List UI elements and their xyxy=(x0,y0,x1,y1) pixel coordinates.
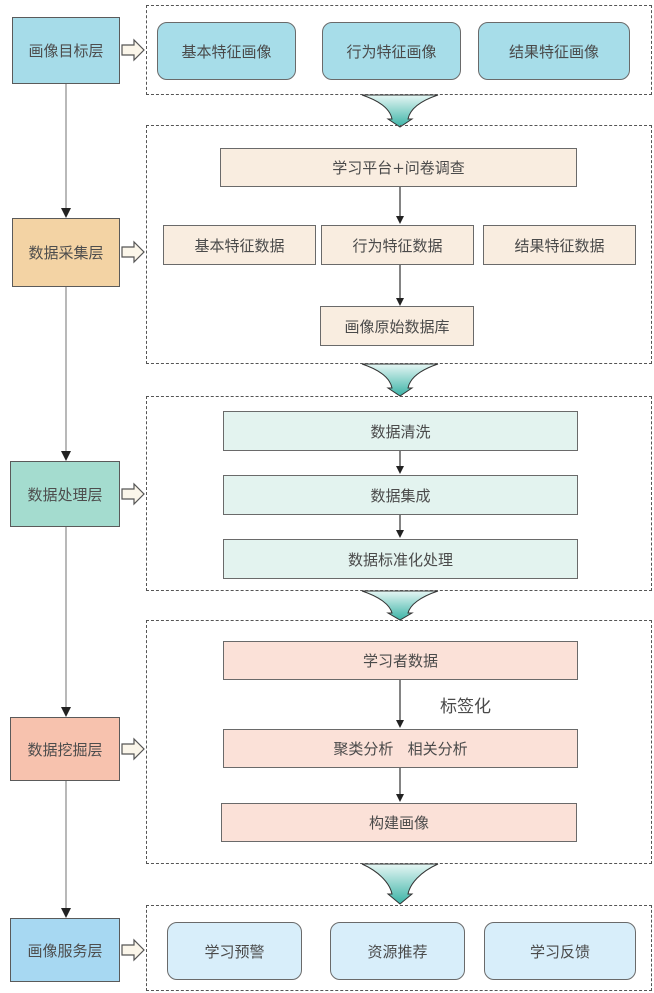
group-process xyxy=(146,396,652,591)
node-label: 行为特征数据 xyxy=(352,236,443,255)
spine-arrowhead-4 xyxy=(61,908,71,918)
node-label: 学习平台+问卷调查 xyxy=(332,159,465,177)
node-result-feature-portrait: 结果特征画像 xyxy=(478,22,630,80)
node-label: 结果特征数据 xyxy=(514,236,605,255)
hollow-arrow-icon xyxy=(121,737,145,761)
hollow-arrow-icon xyxy=(121,482,145,506)
node-learning-warning: 学习预警 xyxy=(167,922,302,980)
node-resource-recommendation: 资源推荐 xyxy=(330,922,465,980)
hollow-arrows xyxy=(121,38,145,962)
node-label: 基本特征数据 xyxy=(194,236,285,255)
node-basic-feature-data: 基本特征数据 xyxy=(163,225,316,265)
node-basic-feature-portrait: 基本特征画像 xyxy=(157,22,296,80)
group-target xyxy=(146,5,652,95)
node-learner-data: 学习者数据 xyxy=(223,641,578,680)
node-label: 数据标准化处理 xyxy=(347,550,453,569)
layer-process-box: 数据处理层 xyxy=(10,461,120,527)
group-mine xyxy=(146,620,652,864)
node-label: 结果特征画像 xyxy=(508,42,599,61)
flow-arrowhead xyxy=(396,720,404,728)
node-raw-database: 画像原始数据库 xyxy=(320,306,474,346)
node-label: 资源推荐 xyxy=(367,942,428,961)
group-collect xyxy=(146,125,652,364)
node-data-integration: 数据集成 xyxy=(223,475,578,515)
funnel-arrow-icon xyxy=(361,590,439,621)
node-label: 学习反馈 xyxy=(529,942,590,961)
flow-arrowhead xyxy=(396,530,404,538)
flow-arrowhead xyxy=(396,794,404,802)
layer-spine xyxy=(61,84,71,918)
flow-arrowhead xyxy=(396,298,404,306)
funnel-arrow-icon xyxy=(361,94,439,128)
layer-label: 数据挖掘层 xyxy=(27,740,103,759)
hollow-arrow-icon xyxy=(121,38,145,62)
edge-label-tagging: 标签化 xyxy=(440,697,491,717)
node-behavior-feature-data: 行为特征数据 xyxy=(321,225,474,265)
node-build-portrait: 构建画像 xyxy=(221,803,577,842)
layer-target: 画像目标层 xyxy=(12,17,120,84)
node-data-source: 学习平台+问卷调查 xyxy=(220,148,577,187)
node-label: 学习预警 xyxy=(204,942,265,961)
hollow-arrow-icon xyxy=(121,938,145,962)
group-serve xyxy=(146,905,652,991)
node-result-feature-data: 结果特征数据 xyxy=(483,225,636,265)
flow-arrowhead xyxy=(396,216,404,224)
hollow-arrow-icon xyxy=(121,240,145,264)
layer-collect: 数据采集层 xyxy=(12,218,120,287)
node-data-standardization: 数据标准化处理 xyxy=(223,539,578,579)
flow-arrowhead xyxy=(396,466,404,474)
layer-label: 数据采集层 xyxy=(28,244,104,262)
node-learning-feedback: 学习反馈 xyxy=(484,922,636,980)
node-behavior-feature-portrait: 行为特征画像 xyxy=(322,22,461,80)
node-label: 学习者数据 xyxy=(362,652,438,670)
node-label: 数据集成 xyxy=(370,486,431,505)
spine-arrowhead-3 xyxy=(61,707,71,717)
node-label: 数据清洗 xyxy=(370,422,431,441)
funnel-arrow-icon xyxy=(361,863,439,905)
node-label: 行为特征画像 xyxy=(346,42,437,61)
layer-mine: 数据挖掘层 xyxy=(10,717,120,781)
layer-label: 画像服务层 xyxy=(27,941,103,960)
node-label: 构建画像 xyxy=(368,814,429,832)
layer-label: 画像目标层 xyxy=(28,42,104,60)
funnel-arrows xyxy=(361,94,439,905)
spine-arrowhead-2 xyxy=(61,451,71,461)
node-label: 聚类分析 相关分析 xyxy=(333,740,468,758)
node-cluster-correlation-analysis: 聚类分析 相关分析 xyxy=(223,729,578,768)
node-data-cleaning: 数据清洗 xyxy=(223,411,578,451)
spine-arrowhead-1 xyxy=(61,208,71,218)
node-label: 基本特征画像 xyxy=(181,42,272,61)
node-label: 画像原始数据库 xyxy=(344,317,450,336)
funnel-arrow-icon xyxy=(361,363,439,397)
layer-label: 数据处理层 xyxy=(27,485,103,504)
layer-serve: 画像服务层 xyxy=(10,918,120,982)
flow-arrows xyxy=(396,187,404,802)
